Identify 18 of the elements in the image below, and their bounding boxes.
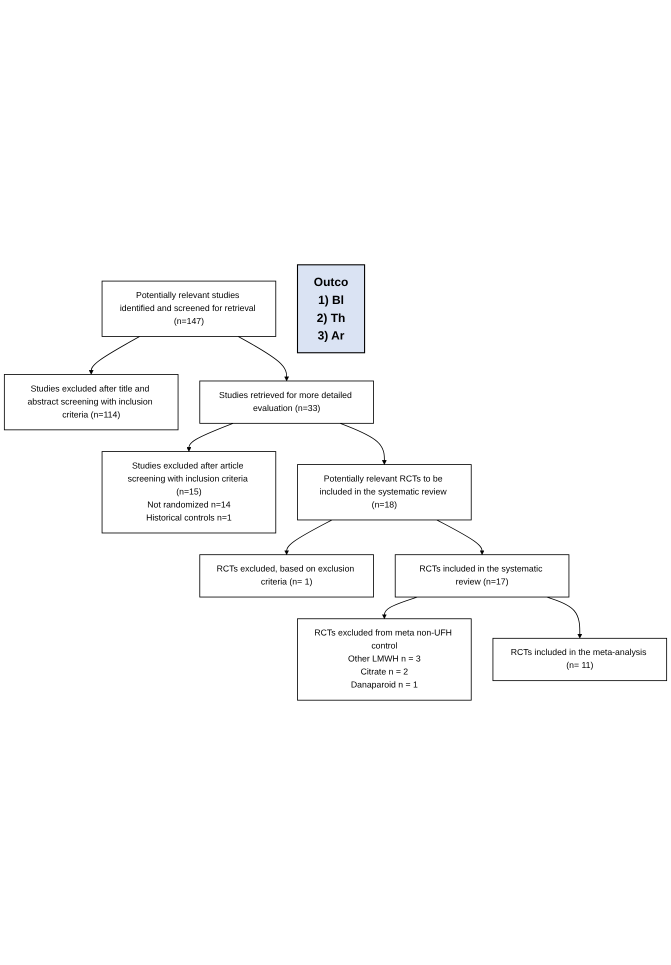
node-box: Studies retrieved for more detailed evaluation (n=33) [199, 380, 374, 424]
node-box: RCTs included in the systematic review (n=17) [394, 554, 570, 598]
node-box: Outco 1) Bl 2) Th 3) Ar [296, 264, 366, 354]
arrow [284, 520, 332, 555]
arrow [88, 336, 140, 375]
arrow [382, 596, 418, 619]
arrow [340, 422, 387, 465]
arrow [546, 596, 582, 639]
node-box: RCTs excluded, based on exclusion criteria (n= 1) [199, 554, 374, 598]
node-box: Potentially relevant studies identified and screened for retrieval (n=147) [102, 280, 276, 337]
node-box: Studies excluded after title and abstract screening with inclusion criteria (n=114) [4, 374, 178, 430]
node-box: Potentially relevant RCTs to be included in the systematic review (n=18) [297, 464, 472, 520]
arrow [436, 520, 484, 555]
node-box: Studies excluded after article screening with inclusion criteria (n=15) Not randomized n=14 Historical controls n=1 [102, 451, 276, 534]
node-box: RCTs included in the meta-analysis (n= 11) [492, 638, 668, 682]
node-box: RCTs excluded from meta non-UFH control Other LMWH n = 3 Citrate n = 2 Danaparoid n = 1 [297, 618, 472, 701]
arrow [186, 422, 234, 452]
arrow [238, 336, 290, 382]
